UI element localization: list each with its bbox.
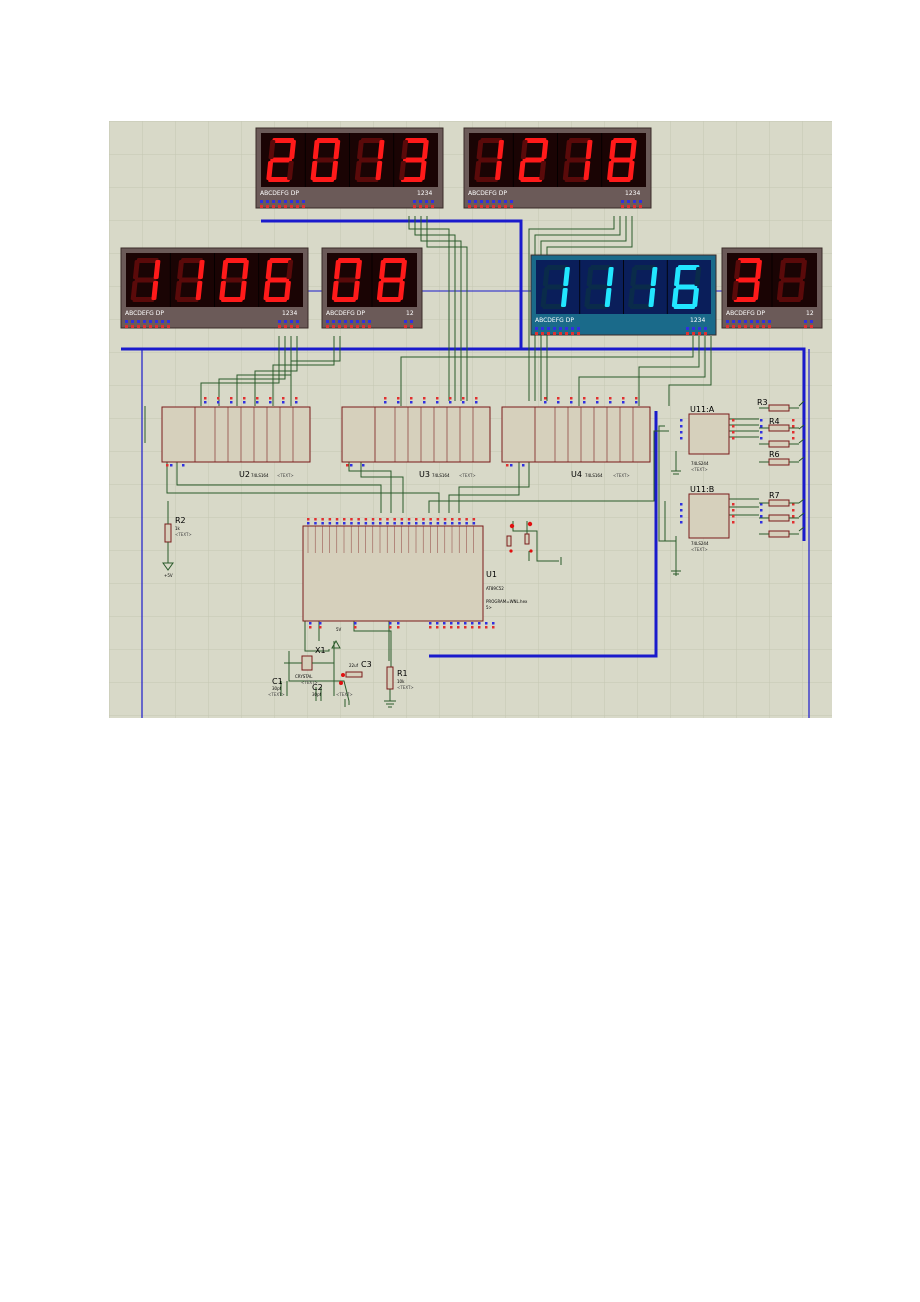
crystal-part: CRYSTAL bbox=[295, 674, 313, 679]
buffer-chip-u11b: U11:B 74LS244 <TEXT> bbox=[688, 485, 730, 552]
seven-segment-display: ABCDEFG DP 1234 bbox=[120, 247, 309, 329]
display-segment-label: ABCDEFG DP bbox=[468, 190, 507, 197]
display-digit bbox=[776, 258, 807, 302]
display-pin-label: 1234 bbox=[282, 310, 297, 317]
cap-c2-value: 30pf bbox=[312, 692, 322, 697]
display-digit bbox=[310, 138, 341, 182]
display-digit bbox=[175, 258, 205, 302]
buffer-text: <TEXT> bbox=[691, 547, 708, 552]
display-digit bbox=[540, 265, 570, 309]
mcu-ref: U1 bbox=[486, 570, 497, 579]
latch-ref: U2 bbox=[239, 470, 250, 479]
mcu-pins bbox=[307, 518, 495, 629]
buffer-part: 74LS244 bbox=[691, 541, 709, 546]
display-digit bbox=[263, 258, 294, 302]
cap-c1-text: <TEXT> bbox=[268, 692, 285, 697]
resistor-r4-label: R4 bbox=[769, 417, 780, 426]
resistor-r2-value: 1k bbox=[175, 526, 181, 531]
buffer-part: 74LS244 bbox=[691, 461, 709, 466]
display-digit bbox=[130, 258, 161, 302]
vcc-label: 5V bbox=[336, 627, 342, 632]
latch-text: <TEXT> bbox=[277, 473, 294, 478]
seven-segment-display: ABCDEFG DP 1234 bbox=[463, 127, 652, 209]
buffer-text: <TEXT> bbox=[691, 467, 708, 472]
cap-c1-label: C1 bbox=[272, 677, 283, 686]
display-pin-label: 12 bbox=[806, 310, 814, 317]
buffer-pins bbox=[680, 419, 795, 524]
resistor-r7-label: R7 bbox=[769, 491, 780, 500]
display-digit bbox=[266, 138, 296, 182]
cap-c2-text: <TEXT> bbox=[336, 692, 353, 697]
seven-segment-display: ABCDEFG DP 12 bbox=[721, 247, 823, 329]
mcu-program: PROGRAM=WNL.hex bbox=[486, 599, 528, 604]
latch-ref: U4 bbox=[571, 470, 582, 479]
display-digit bbox=[376, 258, 407, 302]
display-segment-label: ABCDEFG DP bbox=[535, 317, 574, 324]
mcu-part: AT89C52 bbox=[486, 586, 504, 591]
power-label: +5V bbox=[164, 573, 173, 578]
display-digit bbox=[399, 138, 429, 182]
reset-circuit: R1 10k <TEXT> C3 22uf 5V bbox=[331, 627, 414, 708]
display-digit bbox=[219, 258, 249, 302]
display-pin-label: 1234 bbox=[690, 317, 705, 324]
display-segment-label: ABCDEFG DP bbox=[726, 310, 765, 317]
display-pin-label: 1234 bbox=[417, 190, 432, 197]
mcu-text: 5> bbox=[486, 605, 492, 610]
buffer-ref: U11:A bbox=[690, 405, 715, 414]
latch-chip-u3: U3 74LS164 <TEXT> bbox=[341, 406, 491, 479]
buffer-chip-u11a: U11:A 74LS244 <TEXT> bbox=[688, 405, 730, 472]
latch-part: 74LS164 bbox=[432, 473, 450, 478]
resistor-r3-label: R3 bbox=[757, 398, 768, 407]
display-digit bbox=[731, 258, 762, 302]
display-pin-label: 12 bbox=[406, 310, 414, 317]
display-segment-label: ABCDEFG DP bbox=[260, 190, 299, 197]
crystal-ref: X1 bbox=[315, 646, 326, 655]
push-buttons bbox=[506, 521, 562, 565]
display-digit bbox=[607, 138, 637, 182]
cap-c3-value: 22uf bbox=[349, 663, 359, 668]
display-digit bbox=[474, 138, 504, 182]
resistor-r2-label: R2 bbox=[175, 516, 186, 525]
cap-c2-label: C2 bbox=[312, 683, 323, 692]
latch-text: <TEXT> bbox=[613, 473, 630, 478]
display-digit bbox=[584, 265, 614, 309]
display-digit bbox=[562, 138, 593, 182]
display-segment-label: ABCDEFG DP bbox=[326, 310, 365, 317]
display-digit bbox=[331, 258, 362, 302]
crystal-oscillator: X1 CRYSTAL <TEXT> C1 30pf <TEXT> C2 30pf… bbox=[268, 646, 353, 707]
display-digit bbox=[671, 265, 702, 309]
resistor-r2-text: <TEXT> bbox=[175, 532, 192, 537]
cap-c1-value: 30pf bbox=[272, 686, 282, 691]
display-digit bbox=[518, 138, 549, 182]
resistor-r1-label: R1 bbox=[397, 669, 408, 678]
seven-segment-display: ABCDEFG DP 1234 bbox=[255, 127, 444, 209]
display-segment-label: ABCDEFG DP bbox=[125, 310, 164, 317]
resistor-array: R3 R4 R6 R7 bbox=[757, 398, 799, 538]
latch-pins bbox=[166, 397, 651, 467]
display-digit bbox=[354, 138, 385, 182]
seven-segment-display: ABCDEFG DP 1234 bbox=[530, 254, 717, 336]
latch-part: 74LS164 bbox=[585, 473, 603, 478]
crystal-text: <TEXT> bbox=[301, 680, 318, 685]
latch-text: <TEXT> bbox=[459, 473, 476, 478]
seven-segment-display: ABCDEFG DP 12 bbox=[321, 247, 423, 329]
latch-part: 74LS164 bbox=[251, 473, 269, 478]
mcu-chip-u1: U1 AT89C52 PROGRAM=WNL.hex 5> bbox=[302, 525, 528, 622]
resistor-r1-value: 10k bbox=[397, 679, 405, 684]
cap-c3-label: C3 bbox=[361, 660, 372, 669]
buffer-ref: U11:B bbox=[690, 485, 714, 494]
resistor-r1-text: <TEXT> bbox=[397, 685, 414, 690]
display-digit bbox=[628, 265, 658, 309]
resistor-r6-label: R6 bbox=[769, 450, 780, 459]
display-pin-label: 1234 bbox=[625, 190, 640, 197]
resistor-r2: R2 1k <TEXT> +5V bbox=[162, 501, 192, 578]
latch-ref: U3 bbox=[419, 470, 430, 479]
